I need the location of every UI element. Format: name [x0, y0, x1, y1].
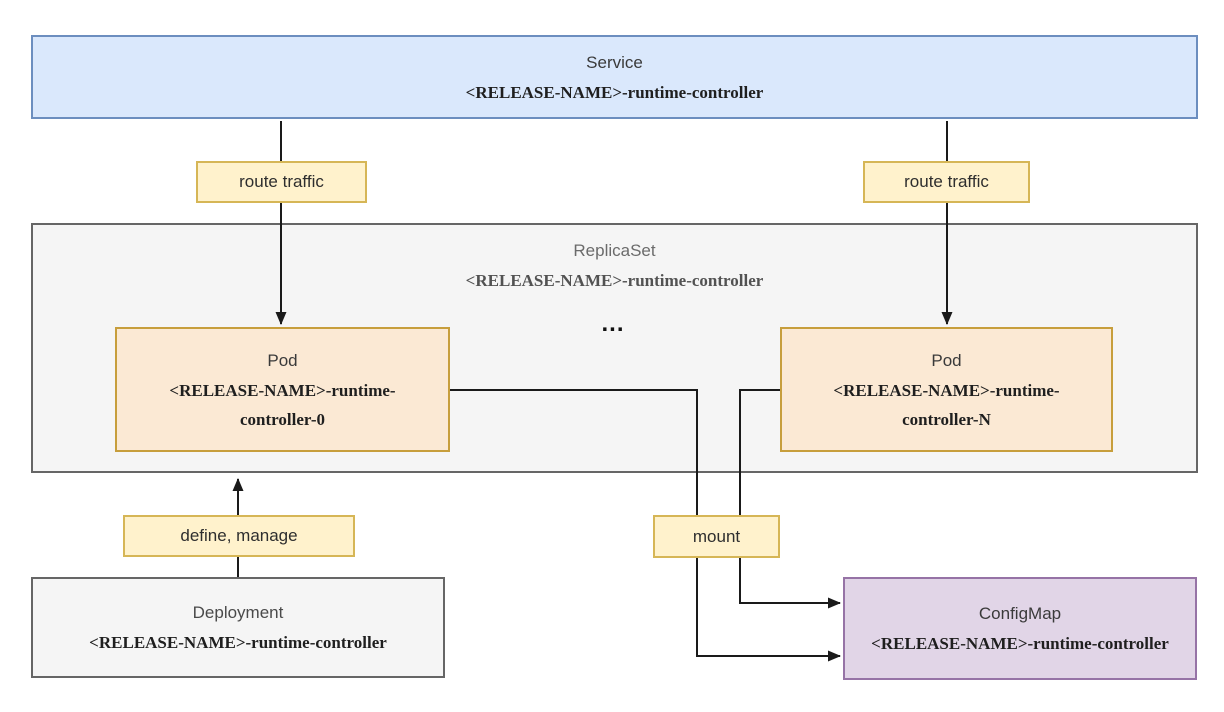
- route-traffic-label-left: route traffic: [196, 161, 367, 203]
- pod-n-subtitle: <RELEASE-NAME>-runtime-controller-N: [833, 380, 1060, 429]
- mount-label: mount: [653, 515, 780, 558]
- configmap-subtitle: <RELEASE-NAME>-runtime-controller: [871, 634, 1169, 653]
- replicaset-title: ReplicaSet: [573, 241, 656, 260]
- deployment-subtitle: <RELEASE-NAME>-runtime-controller: [89, 633, 387, 652]
- pod-0-title: Pod: [267, 350, 298, 370]
- pods-ellipsis: ...: [601, 310, 625, 337]
- deployment-title: Deployment: [192, 603, 284, 622]
- define-manage-label: define, manage: [123, 515, 355, 557]
- pod-n-node: Pod <RELEASE-NAME>-runtime-controller-N: [780, 327, 1113, 452]
- replicaset-subtitle: <RELEASE-NAME>-runtime-controller: [465, 271, 764, 290]
- deployment-node: Deployment <RELEASE-NAME>-runtime-contro…: [31, 577, 445, 678]
- pod-0-node: Pod <RELEASE-NAME>-runtime-controller-0: [115, 327, 450, 452]
- pod-0-subtitle: <RELEASE-NAME>-runtime-controller-0: [169, 380, 396, 429]
- service-node: Service <RELEASE-NAME>-runtime-controlle…: [31, 35, 1198, 119]
- configmap-title: ConfigMap: [978, 604, 1062, 623]
- configmap-node: ConfigMap <RELEASE-NAME>-runtime-control…: [843, 577, 1197, 680]
- route-traffic-label-right: route traffic: [863, 161, 1030, 203]
- pod-n-title: Pod: [931, 350, 962, 370]
- service-subtitle: <RELEASE-NAME>-runtime-controller: [465, 82, 764, 102]
- service-title: Service: [586, 52, 643, 72]
